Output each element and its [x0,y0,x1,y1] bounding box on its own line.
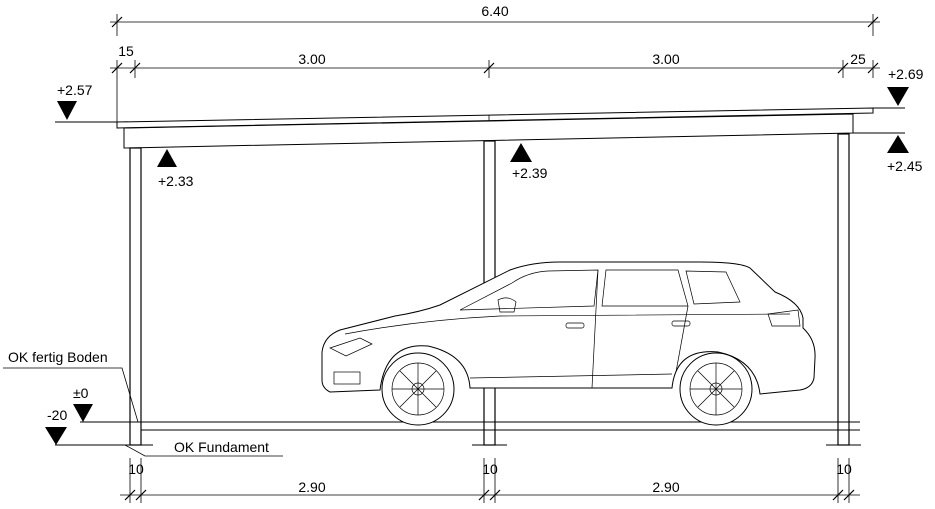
car-wheel-front [381,352,455,426]
post-right-width-label: 10 [836,461,852,477]
beam-middle-level-marker [510,143,532,162]
foundation-top-label: OK Fundament [174,439,269,455]
bot-tick-3 [478,489,490,501]
car-door-handle-front [565,322,585,329]
span-left-label: 2.90 [298,479,325,495]
car-headlight [329,337,373,357]
seg-tick-4 [837,62,849,74]
overall-tick-right [867,16,879,28]
post-middle-width-label: 10 [482,461,498,477]
beam-right-level-label: +2.45 [887,158,923,174]
car-window-front [459,269,599,311]
car-door-handle-rear [671,320,691,327]
beam-right-level-marker [887,135,909,153]
post-left-width-label: 10 [128,461,144,477]
foundation-level-marker [45,427,67,445]
beam-middle-level-label: +2.39 [512,165,548,181]
bot-tick-4 [489,489,501,501]
car-fog-light [333,371,361,385]
roof [55,107,905,149]
post-right [837,133,850,446]
bot-tick-5 [832,489,844,501]
floor-finish-leader [3,367,139,423]
span-right-label: 2.90 [652,479,679,495]
floor-level-marker [73,404,93,422]
roof-sheet [116,107,874,129]
car-window-quarter [685,270,741,305]
bot-tick-6 [843,489,855,501]
seg-tick-5 [867,62,879,74]
car-shoulder-line [344,313,791,335]
roof-left-level-marker [57,101,77,120]
car-mirror [497,297,517,313]
bot-tick-1 [124,489,136,501]
car-door-split-front [591,269,599,389]
bottom-dimension-chain: 10 2.90 10 2.90 10 [120,458,860,503]
left-overhang-label: 15 [118,43,134,59]
car-wheel-rear [679,352,753,426]
beam-left-level-marker [157,149,177,167]
overall-tick-left [111,16,123,28]
top-dimension-chain: 6.40 15 3.00 3.00 25 [110,3,880,128]
overall-width-label: 6.40 [481,3,508,19]
seg-tick-1 [111,62,123,74]
car-sill-line [469,373,673,379]
bot-tick-2 [135,489,147,501]
beam-left-level-label: +2.33 [158,173,194,189]
car-door-split-rear [675,305,689,373]
right-overhang-label: 25 [850,51,866,67]
bay-right-label: 3.00 [652,51,679,67]
level-markers: +2.57 +2.69 +2.33 +2.39 +2.45 ±0 -20 OK … [8,66,924,455]
bay-left-label: 3.00 [298,51,325,67]
floor-finish-label: OK fertig Boden [8,349,108,365]
floor-level-label: ±0 [73,385,89,401]
roof-right-level-label: +2.69 [888,66,924,82]
car-taillight [767,309,801,327]
seg-tick-3 [483,62,495,74]
seg-tick-2 [129,62,141,74]
foundation-leader [124,444,283,457]
roof-left-level-label: +2.57 [57,82,93,98]
foundation-level-label: -20 [47,407,67,423]
car-illustration [321,261,816,426]
roof-right-level-marker [887,87,909,106]
